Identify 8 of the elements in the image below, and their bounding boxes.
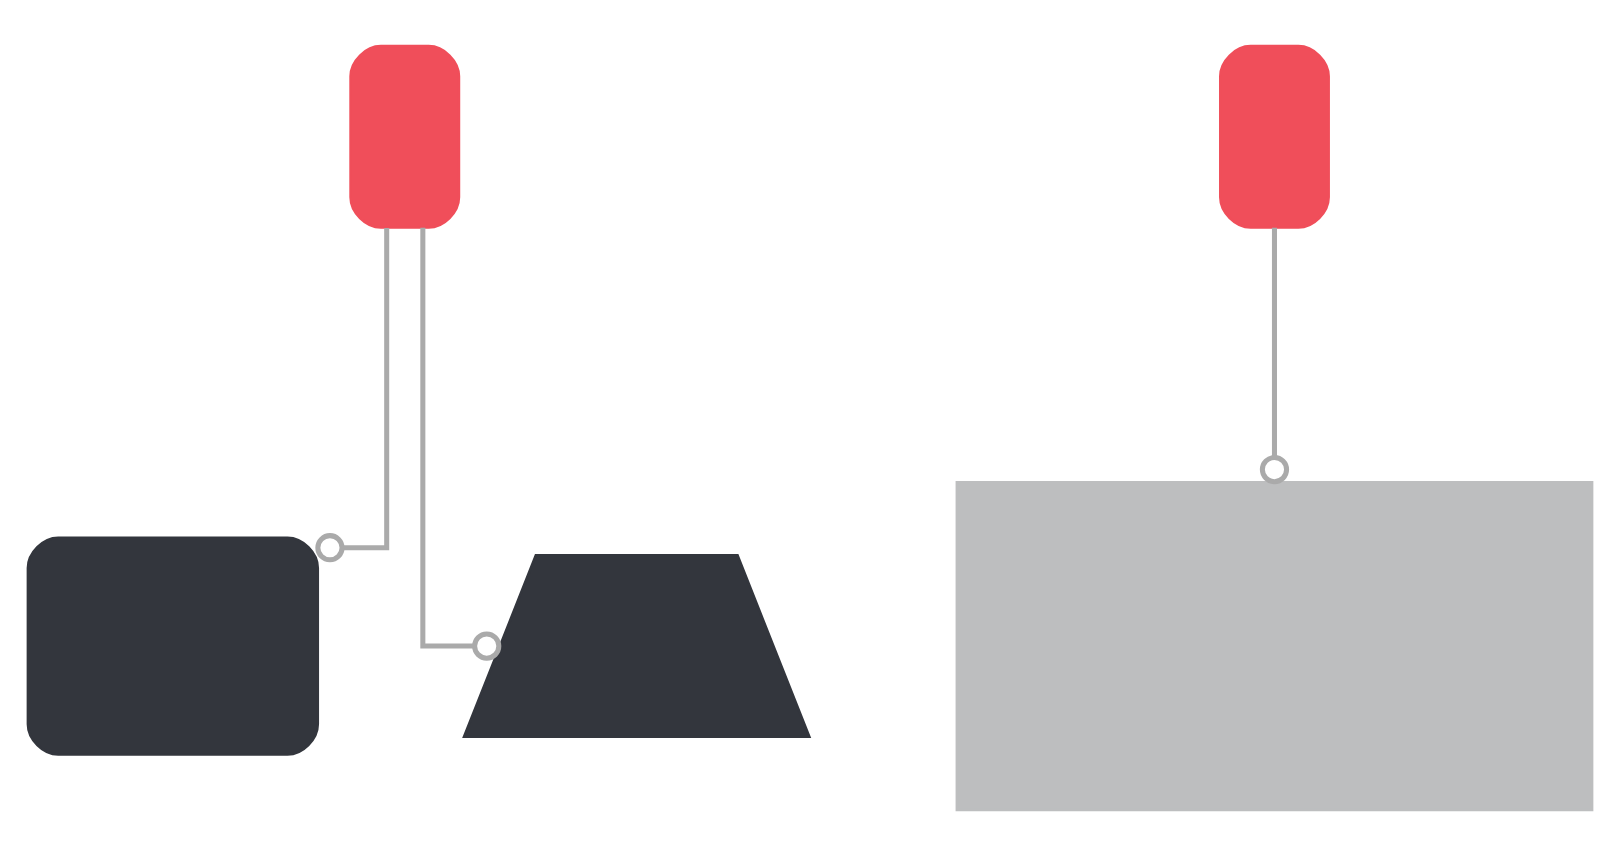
connector bbox=[1259, 227, 1290, 485]
node-screen bbox=[955, 480, 1594, 812]
node-phone bbox=[349, 44, 461, 229]
connector bbox=[315, 228, 390, 563]
node-phone bbox=[1219, 44, 1330, 229]
node-laptop bbox=[462, 554, 812, 739]
node-tv bbox=[26, 536, 320, 756]
connector bbox=[420, 227, 502, 661]
